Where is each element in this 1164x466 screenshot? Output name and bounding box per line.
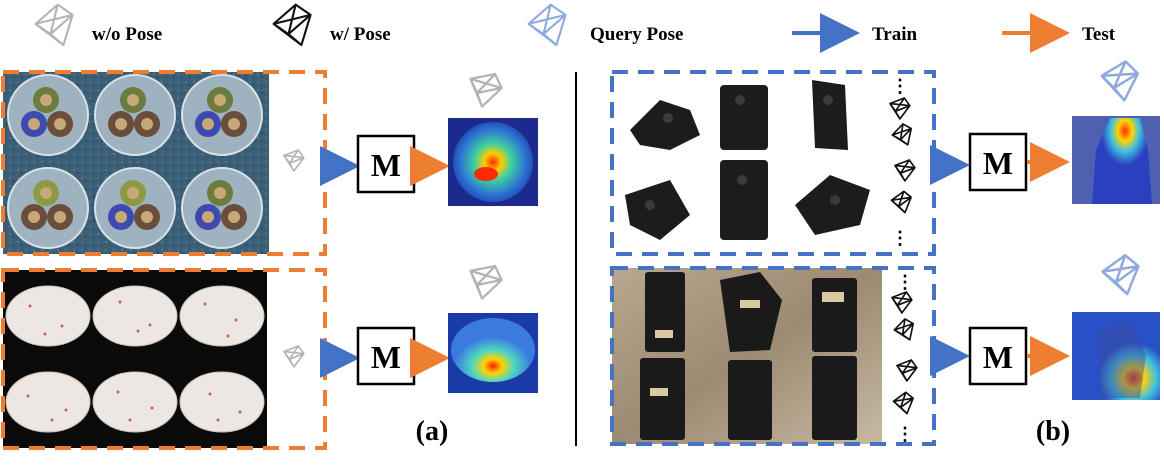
train-arrow-icon	[930, 336, 970, 376]
legend-train-label: Train	[872, 24, 917, 45]
camera-without-pose-icon	[283, 345, 305, 368]
input-box-cable	[1, 70, 327, 256]
camera-without-pose-icon	[283, 149, 305, 172]
ellipsis-bottom: ⋮	[891, 228, 909, 248]
heatmap-output-cable	[448, 118, 538, 206]
pill-image-grid	[3, 270, 267, 448]
model-box	[356, 326, 416, 386]
train-arrow-icon	[930, 145, 970, 185]
input-box-lego-white	[610, 70, 936, 256]
heatmap-output-pill	[448, 313, 538, 393]
camera-with-pose-icon	[889, 97, 911, 120]
model-box	[968, 326, 1028, 386]
camera-with-pose-icon	[891, 315, 920, 345]
camera-with-pose-icon	[889, 120, 918, 150]
model-box	[968, 132, 1028, 192]
panel-a-label: (a)	[416, 416, 449, 447]
ellipsis-top: ⋮	[896, 272, 914, 292]
model-label: M	[371, 339, 401, 375]
camera-without-pose-icon	[30, 0, 83, 53]
ellipsis-bottom: ⋮	[896, 424, 914, 444]
camera-without-pose-icon	[464, 68, 506, 111]
camera-with-pose-icon-column: ⋮ ⋮	[889, 76, 918, 248]
legend-with-pose-label: w/ Pose	[330, 24, 391, 45]
cable-image-grid	[3, 72, 269, 254]
model-box	[356, 134, 416, 194]
panel-b-label: (b)	[1036, 416, 1070, 447]
model-label: M	[983, 145, 1013, 181]
camera-with-pose-icon	[896, 359, 918, 382]
legend-without-pose-label: w/o Pose	[92, 24, 162, 45]
heatmap-output-lego-white	[1072, 116, 1160, 204]
camera-query-pose-icon	[1098, 58, 1144, 105]
camera-query-pose-icon	[1098, 251, 1146, 300]
camera-with-pose-icon	[891, 291, 913, 314]
heatmap-output-lego-rock	[1072, 312, 1160, 400]
camera-with-pose-icon	[268, 0, 321, 53]
lego-rock-image-grid	[612, 268, 882, 444]
legend: w/o Pose w/ Pose Query Pose Train Test	[30, 0, 1116, 53]
camera-with-pose-icon	[889, 189, 916, 217]
lego-white-image-grid	[612, 72, 882, 254]
input-box-pill	[1, 268, 327, 450]
input-box-lego-rock	[610, 266, 936, 446]
legend-query-pose-label: Query Pose	[590, 24, 683, 45]
camera-with-pose-icon	[894, 159, 916, 182]
camera-without-pose-icon	[464, 260, 506, 303]
model-label: M	[983, 339, 1013, 375]
ellipsis-top: ⋮	[891, 76, 909, 96]
camera-with-pose-icon	[891, 390, 918, 418]
panel-b: ⋮ ⋮ M	[610, 58, 1160, 447]
model-label: M	[371, 147, 401, 183]
camera-query-pose-icon	[523, 0, 576, 53]
camera-with-pose-icon-column: ⋮ ⋮	[891, 272, 920, 444]
legend-test-label: Test	[1082, 24, 1116, 45]
panel-a: M	[1, 68, 538, 450]
